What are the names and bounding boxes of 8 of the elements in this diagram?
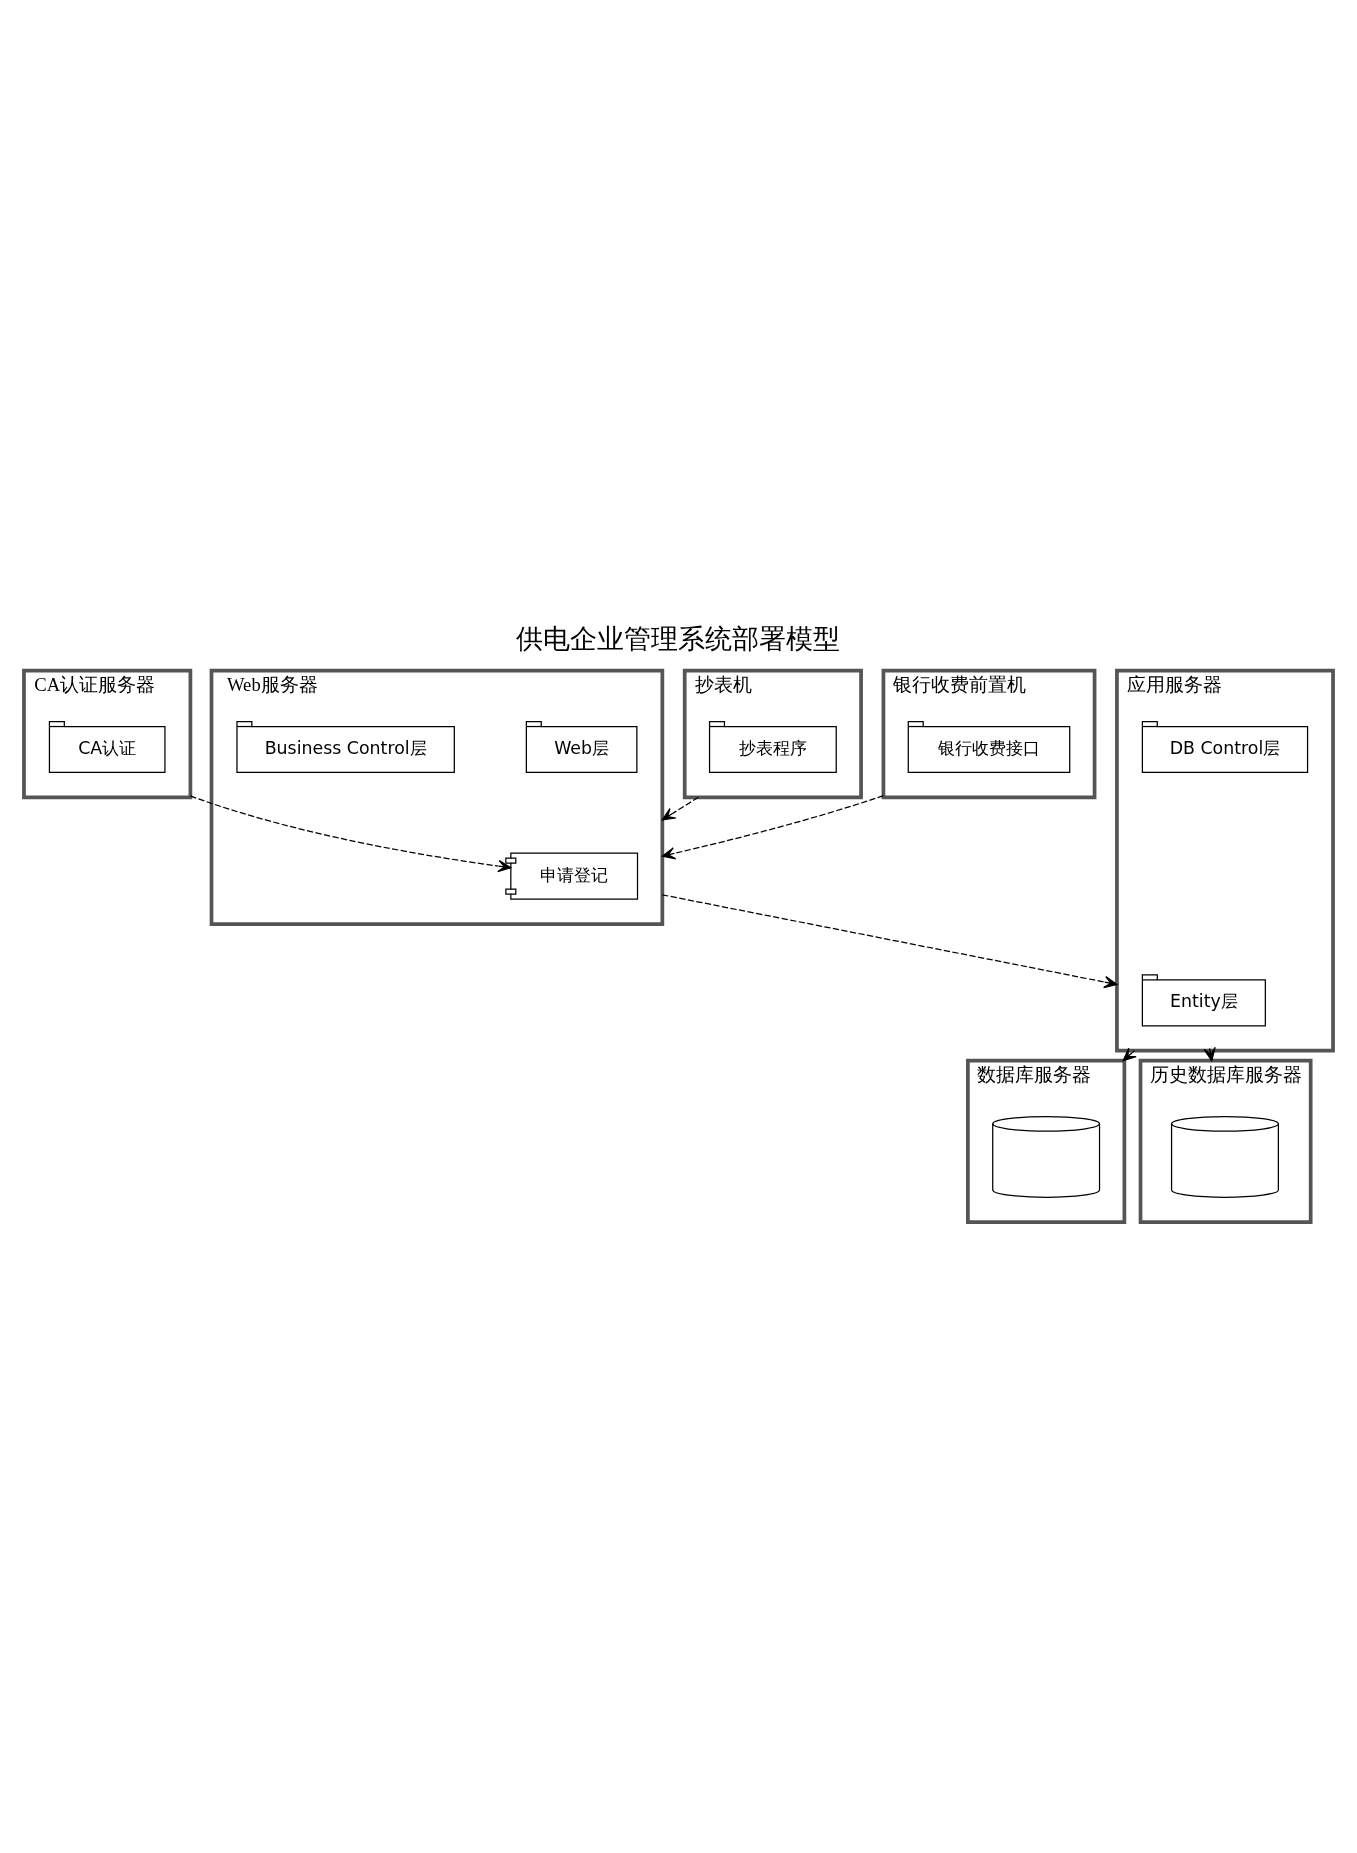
arrow: [661, 894, 1118, 989]
arrow: [661, 796, 699, 821]
cluster: 历史数据库服务器: [1138, 1058, 1313, 1224]
arrow: [661, 795, 885, 860]
arrow: [189, 795, 512, 873]
diagram-title: 供电企业管理系统部署模型: [516, 622, 841, 654]
arrow: [1122, 1047, 1137, 1062]
cluster: 数据库服务器: [966, 1058, 1127, 1224]
